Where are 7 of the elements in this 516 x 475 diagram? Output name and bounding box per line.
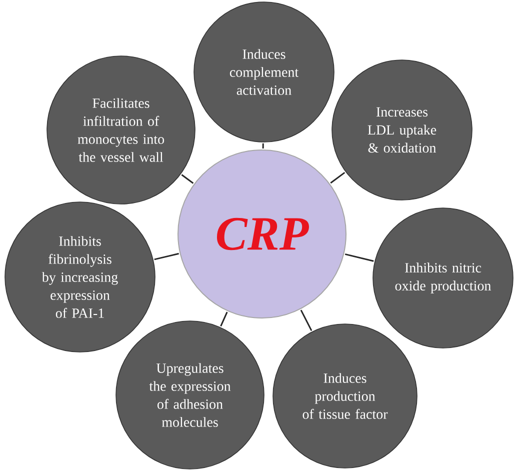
connector-line	[344, 253, 374, 262]
connector-line	[330, 172, 346, 184]
connector-line	[262, 143, 264, 149]
connector-line	[220, 312, 228, 326]
connector-line	[181, 174, 194, 184]
connector-line	[300, 310, 312, 332]
connector-line	[154, 252, 179, 260]
